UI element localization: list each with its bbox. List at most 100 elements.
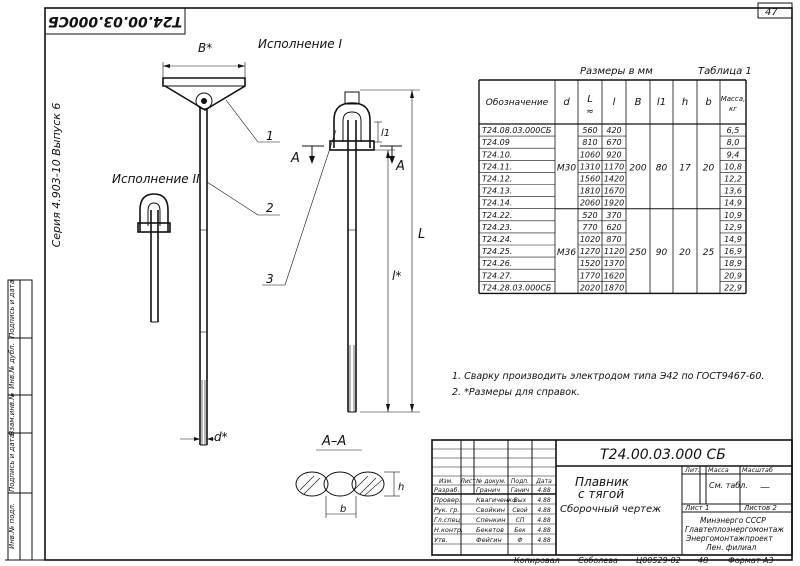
table-cell-L: 1060 [580,150,600,159]
org-line: Главтеплоэнергомонтаж [685,525,784,534]
copied-name: Соболева [578,556,618,565]
column-header: кг [729,105,737,113]
part-name-line: с тягой [578,487,624,501]
side-stamp-label: Подпись и дата [8,280,16,338]
doc-type: Сборочный чертеж [560,503,661,515]
tb-header-cell: Изм. [439,478,453,485]
table-cell-B: 250 [629,248,646,258]
table-cell-L: 520 [582,211,597,220]
table-cell-l: 370 [606,211,621,220]
tb-header-cell: Дата [535,478,552,485]
table-cell-code: Т24.11. [482,162,512,171]
tb-signer-name: Гранич [476,486,500,494]
table-cell-mass: 14,9 [724,235,742,244]
table-cell-l: 1920 [604,199,624,208]
tb-signer-name: Квагиченко [476,496,516,504]
tb-signer-role: Н.контр. [434,526,463,534]
sheet-frame [5,7,793,561]
mass-label: Масса [708,466,729,474]
section-hatch [299,475,383,497]
table-cell-mass: 12,9 [724,223,742,232]
side-stamp-label: Инв.№ подл. [8,503,16,549]
side-stamp-label: Подпись и дата [8,434,16,492]
table-cell-l1: 80 [656,163,668,173]
tb-signer-name: Свойкин [476,506,505,514]
mass-value: См. табл. [709,481,748,490]
tb-signer-date: 4.88 [537,487,551,494]
sheet-label: Лист 1 [684,504,709,512]
table-cell-L: 1020 [580,235,600,244]
tb-signer-name: Спенкин [476,516,505,524]
column-header: d [563,97,570,108]
scale-value: — [760,482,770,493]
table-cell-code: Т24.27. [482,271,512,280]
table-cell-L: 1310 [580,162,600,171]
table-cell-mass: 14,9 [724,199,742,208]
column-header: Обозначение [486,98,549,108]
table-cell-code: Т24.26. [482,259,512,268]
table-cell-h: 20 [679,248,691,258]
tb-signer-role: Гл.спец. [434,516,462,524]
table-cell-L: 1560 [580,175,600,184]
scale-label: Масштаб [742,466,773,474]
table-cell-L: 2020 [580,283,600,292]
tb-signer-date: 4.88 [537,527,551,534]
table-cell-mass: 10,8 [724,162,742,171]
table-cell-mass: 13,6 [724,187,742,196]
tb-signer-sign: Бек [514,527,526,534]
lit-label: Лит. [684,466,700,474]
dim-L-label: L [418,227,425,242]
page-number: 47 [765,7,778,18]
side-stamp: Подпись и дата Инв.№ дубл. Взам.инв.№ По… [7,279,33,561]
column-header: l1 [657,97,666,108]
tb-signer-sign: СП [516,517,525,524]
variant-1-label: Исполнение I [258,37,343,51]
variant-1-drawing: B* d* Исполнение I 1 2 [162,37,343,446]
table-cell-mass: 22,9 [724,283,742,292]
table-cell-code: Т24.24. [482,235,512,244]
top-stamp: Т24.00.03.000СБ [44,7,186,35]
table-cell-l: 1370 [604,259,624,268]
notes: 1. Сварку производить электродом типа Э4… [452,371,764,398]
table-cell-b: 20 [703,163,715,173]
table-cell-l1: 90 [656,248,668,258]
org-line: Минэнерго СССР [700,516,766,525]
org-line: Лен. филиал [705,543,756,552]
tb-signer-date: 4.88 [537,537,551,544]
dim-b-small-label: b [340,504,346,515]
callout-2: 2 [266,201,274,215]
callout-1: 1 [266,129,274,143]
table-cell-L: 2060 [580,199,600,208]
table-cell-L: 810 [582,138,597,147]
tb-signer-sign: Ганич [511,487,530,494]
order-number: Ц00529-02 [636,556,681,565]
column-header: Масса, [721,95,746,103]
top-stamp-text: Т24.00.03.000СБ [48,13,182,29]
section-mark-left: A [290,151,300,166]
table-cell-l: 920 [606,150,621,159]
table-cell-l: 1620 [604,271,624,280]
table-cell-code: Т24.13. [482,187,512,196]
tb-signer-sign: Ф [517,537,522,544]
table-cell-d: M30 [557,163,576,173]
tb-signer-role: Разраб. [434,486,460,494]
org-line: Энергомонтажпроект [685,534,773,543]
tb-signer-name: Бекетов [476,526,504,534]
tb-signer-date: 4.88 [537,497,551,504]
table-cell-code: Т24.23. [482,223,512,232]
side-stamp-label: Инв.№ дубл. [8,343,16,389]
table-cell-L: 1520 [580,259,600,268]
table-cell-h: 17 [679,163,691,173]
variant-2-drawing: Исполнение II [112,172,200,323]
tb-signer-role: Утв. [434,536,448,544]
sheets-label: Листов 2 [743,504,777,512]
table-cell-mass: 20,9 [724,271,742,280]
table-cell-code: Т24.22. [482,211,512,220]
tb-signer-date: 4.88 [537,517,551,524]
table-cell-L: 1770 [580,271,600,280]
table-cell-code: Т24.14. [482,199,512,208]
table-cell-l: 870 [606,235,621,244]
table-cell-code: Т24.10. [482,150,512,159]
table-cell-mass: 6,5 [727,126,740,135]
